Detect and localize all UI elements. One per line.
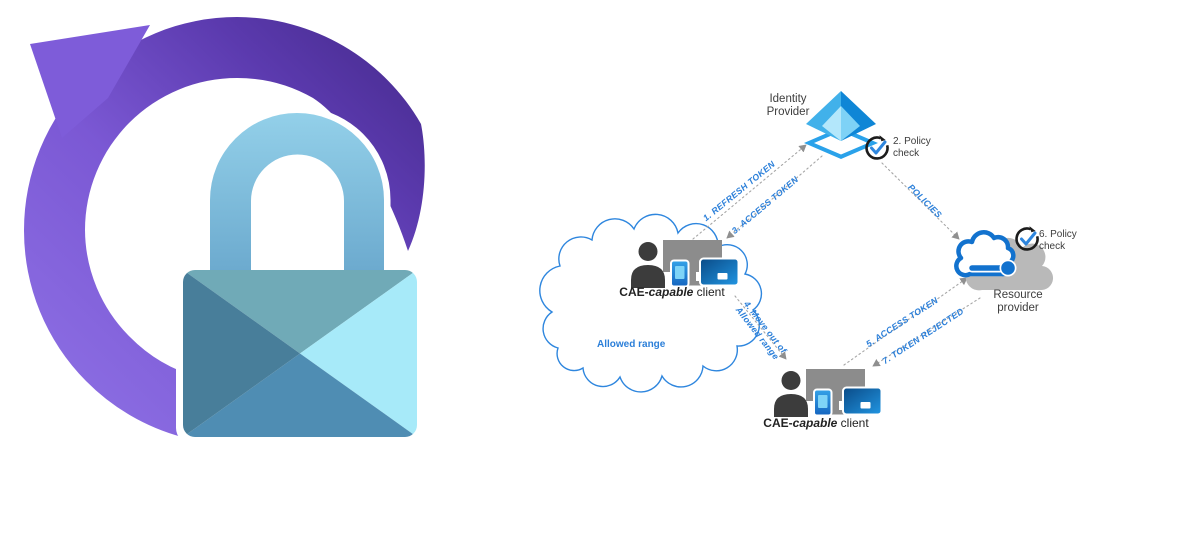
flow-line-policies	[881, 162, 960, 240]
resource-dot	[1001, 261, 1015, 275]
flow-line-access-token-rp	[843, 277, 968, 366]
flow-line-refresh-token	[692, 144, 807, 240]
policy-check-6-label: 6. Policy check	[1039, 229, 1077, 252]
client-top-label-suffix: client	[693, 285, 725, 299]
client-bottom-label-emphasis: capable	[792, 416, 838, 430]
client-bottom-label-suffix: client	[837, 416, 869, 430]
flow-line-token-rejected	[872, 297, 981, 367]
cae-flow-diagram	[539, 91, 1054, 418]
client-bottom-label-prefix: CAE-	[763, 416, 793, 430]
lock-body-bottom-facet	[183, 353, 417, 437]
policy-check-2-label: 2. Policy check	[893, 136, 931, 159]
cae-lock-icon	[23, 17, 425, 444]
client-device-icon-bottom	[773, 368, 883, 418]
lock-body-icon	[183, 270, 417, 437]
pyramid-inner-right-face	[841, 106, 860, 141]
client-top-label-prefix: CAE-	[619, 285, 649, 299]
refresh-arrowhead-icon	[30, 25, 150, 138]
policy-check-icon-2	[865, 133, 890, 160]
resource-provider-icon	[954, 230, 1054, 291]
lock-shackle-icon	[210, 113, 384, 278]
lock-body-right-facet	[300, 270, 417, 437]
pyramid-base-inner	[814, 131, 868, 155]
resource-provider-label: Resource provider	[993, 289, 1043, 314]
client-top-label: CAE-capable client	[612, 285, 732, 299]
client-bottom-label: CAE-capable client	[756, 416, 876, 430]
identity-provider-icon	[804, 91, 878, 159]
allowed-range-label: Allowed range	[597, 339, 666, 350]
lock-body-top-facet	[183, 270, 417, 354]
refresh-ring	[23, 17, 425, 437]
identity-provider-label: Identity Provider	[766, 93, 810, 118]
pyramid-inner-left-face	[822, 106, 841, 141]
client-top-label-emphasis: capable	[648, 285, 694, 299]
lock-body-left-facet	[183, 270, 300, 437]
flow-line-move-out	[734, 295, 787, 360]
